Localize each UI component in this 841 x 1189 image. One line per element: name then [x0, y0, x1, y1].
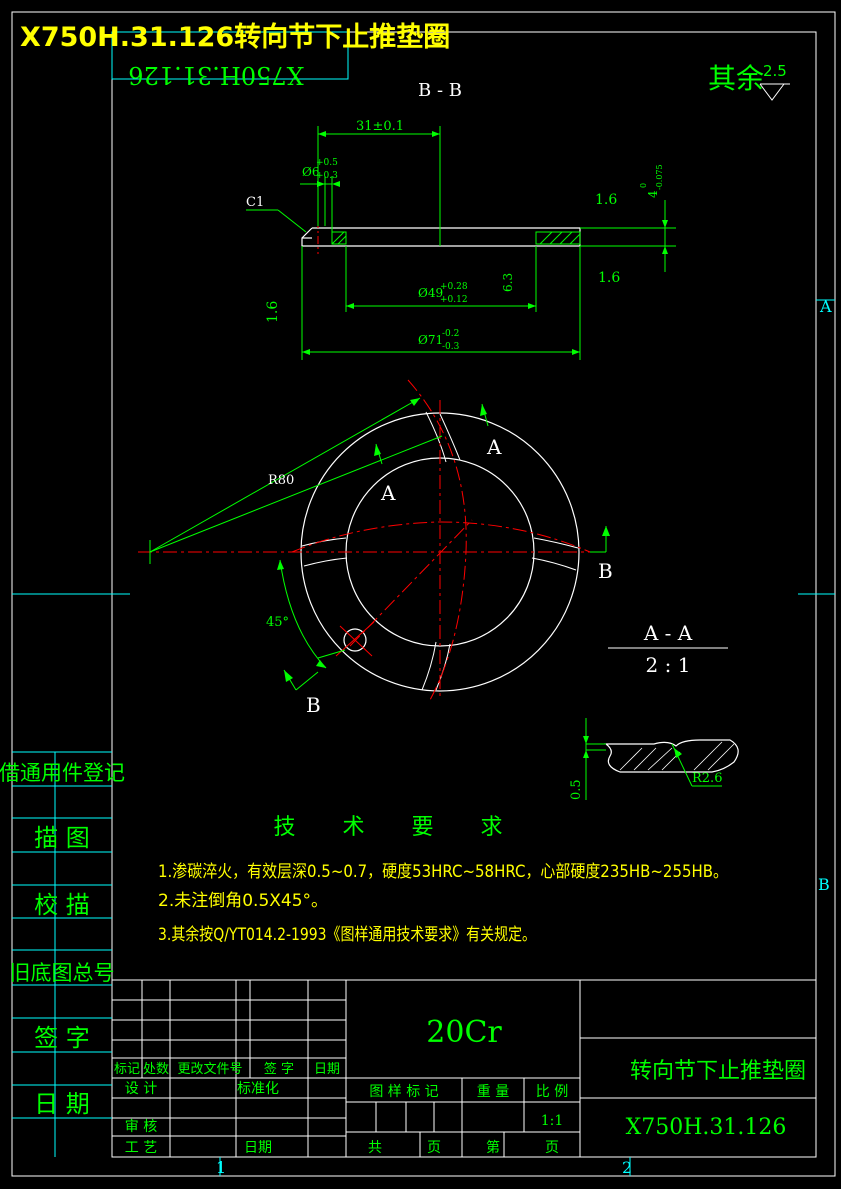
label-a-2: A — [380, 481, 396, 505]
tb-design: 设 计 — [125, 1081, 157, 1097]
roughness-value: 2.5 — [763, 62, 787, 80]
dim-d71-up: -0.2 — [442, 329, 459, 339]
tb-sheet-no: 第 — [486, 1139, 500, 1156]
label-45: 45° — [266, 615, 289, 630]
side-label-1: 借通用件登记 — [0, 761, 125, 785]
tech-item-2: 2.未注倒角0.5X45°。 — [158, 891, 328, 911]
tech-title: 技 术 要 求 — [274, 815, 523, 840]
dim-4: 4 — [646, 190, 660, 198]
rough-1-6-bot: 1.6 — [598, 270, 620, 286]
tb-page: 页 — [427, 1140, 441, 1156]
title-block: 20Cr 转向节下止推垫圈 X750H.31.126 标记 处数 更改文件号 签… — [112, 979, 816, 1157]
drawing-number: X750H.31.126 — [626, 1115, 787, 1140]
side-label-3: 校 描 — [34, 891, 90, 919]
tb-total: 共 — [368, 1140, 382, 1156]
side-label-5: 签 字 — [34, 1024, 90, 1052]
zone-a: A — [819, 297, 832, 316]
section-bb: B - B — [246, 80, 676, 360]
zone-lines — [12, 31, 835, 1176]
tb-scale-value: 1:1 — [541, 1113, 564, 1129]
zone-1: 1 — [216, 1158, 226, 1177]
label-r80: R80 — [268, 473, 294, 488]
rough-6-3: 6.3 — [501, 273, 515, 292]
mirror-code: X750H.31.126 — [128, 61, 303, 89]
rough-1-6-top: 1.6 — [595, 192, 617, 208]
side-label-2: 描 图 — [34, 824, 90, 852]
side-labels: 借通用件登记 描 图 校 描 旧底图总号 签 字 日 期 — [0, 761, 125, 1118]
side-label-4: 旧底图总号 — [10, 961, 115, 985]
dim-d6-dn: +0.3 — [316, 171, 338, 181]
dim-r26: R2.6 — [692, 771, 722, 786]
tb-process: 工 艺 — [125, 1140, 157, 1156]
dim-4-tol: 0 — [639, 183, 648, 188]
tb-scale-label: 比 例 — [536, 1084, 568, 1100]
label-b-2: B — [306, 693, 321, 717]
dim-31: 31±0.1 — [356, 119, 404, 134]
tech-requirements: 技 术 要 求 1.渗碳淬火，有效层深0.5~0.7，硬度53HRC~58HRC… — [158, 815, 728, 945]
material: 20Cr — [426, 1015, 502, 1050]
part-name: 转向节下止推垫圈 — [630, 1059, 806, 1084]
section-aa-title: A - A — [643, 621, 693, 645]
label-b-1: B — [598, 559, 613, 583]
tech-item-1: 1.渗碳淬火，有效层深0.5~0.7，硬度53HRC~58HRC，心部硬度235… — [158, 862, 728, 882]
zone-2: 2 — [622, 1158, 632, 1177]
tb-date: 日期 — [244, 1140, 272, 1156]
tb-standard: 标准化 — [237, 1081, 279, 1097]
tb-page-2: 页 — [545, 1140, 559, 1156]
dim-05: 0.5 — [569, 779, 584, 800]
roughness-label: 其余 — [708, 62, 764, 95]
rev-h-2: 处数 — [143, 1062, 169, 1077]
dim-4-tol2: -0.075 — [655, 164, 664, 190]
page-title: X750H.31.126转向节下止推垫圈 — [20, 21, 450, 53]
tb-mark-label: 图 样 标 记 — [369, 1084, 438, 1100]
dim-d49-up: +0.28 — [440, 282, 468, 292]
zone-b: B — [818, 875, 830, 894]
section-aa-scale: 2 : 1 — [646, 653, 691, 677]
dim-d6: Ø6 — [302, 165, 319, 179]
dim-d49-dn: +0.12 — [440, 295, 468, 305]
dim-d71-dn: -0.3 — [442, 342, 460, 352]
rev-h-1: 标记 — [114, 1062, 140, 1077]
tb-weight-label: 重 量 — [477, 1084, 509, 1100]
tech-item-3: 3.其余按Q/YT014.2-1993《图样通用技术要求》有关规定。 — [158, 925, 536, 945]
rev-h-3: 更改文件号 — [177, 1062, 242, 1077]
rev-h-5: 日期 — [314, 1062, 340, 1077]
section-aa: A - A 2 : 1 0.5 R2.6 — [569, 621, 739, 800]
dim-d49: Ø49 — [418, 286, 443, 300]
dim-c1: C1 — [246, 195, 264, 210]
label-a-1: A — [486, 435, 502, 459]
side-label-6: 日 期 — [34, 1090, 90, 1118]
rough-1-6-left: 1.6 — [265, 301, 281, 323]
tb-review: 审 核 — [125, 1119, 157, 1135]
plan-view: R80 45° A A B B — [138, 379, 613, 717]
dim-d6-up: +0.5 — [316, 158, 338, 168]
rev-h-4: 签 字 — [264, 1061, 294, 1077]
dim-d71: Ø71 — [418, 333, 443, 347]
section-bb-title: B - B — [418, 80, 462, 101]
roughness-note: 其余 2.5 — [708, 62, 790, 101]
